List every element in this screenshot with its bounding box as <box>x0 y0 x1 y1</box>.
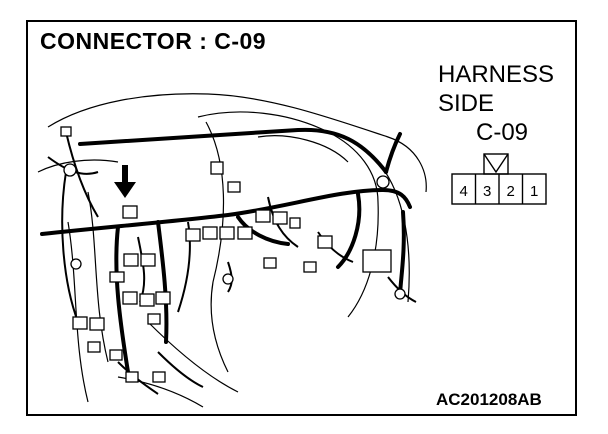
connector-face-diagram: 4 3 2 1 <box>451 153 547 205</box>
pin-4: 4 <box>460 183 468 200</box>
harness-label-line2: SIDE <box>438 90 495 117</box>
page-title: CONNECTOR : C-09 <box>40 28 267 54</box>
pointer-arrow <box>114 165 136 198</box>
pin-3: 3 <box>483 183 491 200</box>
figure-code: AC201208AB <box>436 390 542 409</box>
dashboard-wiring-illustration <box>37 93 427 408</box>
harness-label-line1: HARNESS <box>438 61 555 88</box>
harness-connector-id: C-09 <box>476 119 529 146</box>
pin-2: 2 <box>507 183 515 200</box>
pin-1: 1 <box>530 183 538 200</box>
